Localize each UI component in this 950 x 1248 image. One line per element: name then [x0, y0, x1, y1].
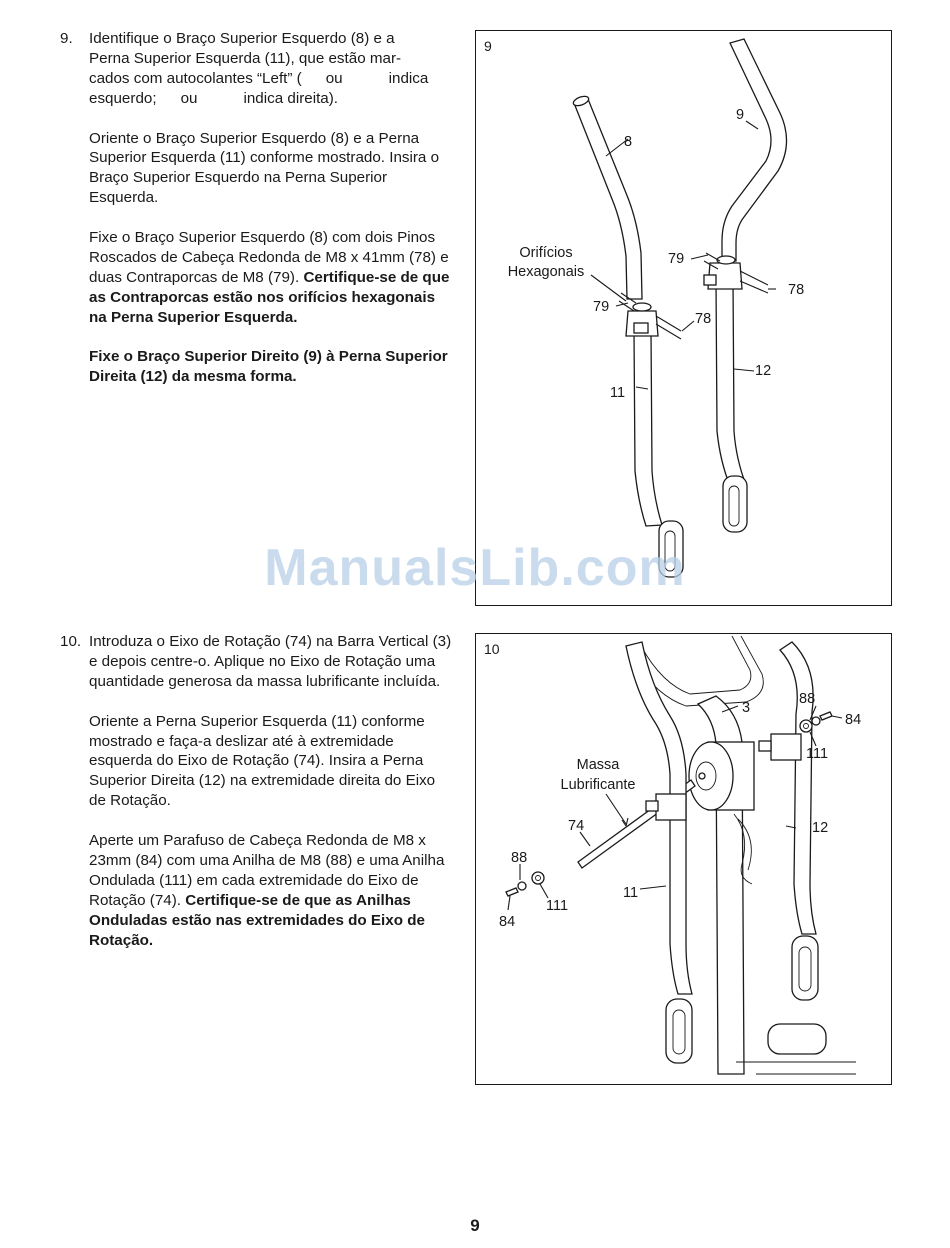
step-10-paragraph-2: Oriente a Perna Superior Esquerda (11) c…	[89, 712, 436, 810]
label-part-9: 9	[736, 107, 744, 123]
label-part-88-right: 88	[799, 691, 815, 707]
figure-9-drawing: 8 9 Orifícios Hexagonais 79 79 78 78 11 …	[508, 38, 804, 578]
label-part-12: 12	[812, 820, 828, 836]
label-part-11: 11	[610, 385, 625, 401]
label-part-84-right: 84	[845, 712, 861, 728]
figure-10-axle-assembly: 10	[475, 633, 892, 1085]
figure-10-number: 10	[484, 641, 500, 657]
label-part-111-right: 111	[806, 746, 828, 762]
label-hex-holes-line1: Orifícios	[519, 245, 572, 261]
step-9-number: 9.	[60, 30, 73, 47]
label-part-12: 12	[755, 363, 771, 379]
label-part-111-left: 111	[546, 898, 568, 914]
label-part-79-right: 79	[668, 251, 684, 267]
step-10-number: 10.	[60, 633, 82, 650]
step-9-paragraph-1: Identifique o Braço Superior Esquerdo (8…	[89, 30, 429, 107]
step-9-paragraph-4: Fixe o Braço Superior Direito (9) à Pern…	[89, 348, 448, 386]
left-upper-leg	[633, 330, 663, 527]
label-part-74: 74	[568, 818, 584, 834]
label-part-8: 8	[624, 134, 632, 150]
right-upper-leg	[715, 280, 747, 487]
label-grease-line1: Massa	[577, 757, 621, 773]
label-part-88-left: 88	[511, 850, 527, 866]
step-9-paragraph-3: Fixe o Braço Superior Esquerdo (8) com d…	[89, 229, 450, 326]
left-upper-leg	[625, 641, 693, 995]
label-hex-holes-line2: Hexagonais	[508, 264, 585, 280]
figure-9-arm-assembly: 9 8 9	[475, 30, 892, 606]
step-10-paragraph-3: Aperte um Parafuso de Cabeça Redonda de …	[89, 832, 445, 949]
left-upper-arm	[573, 98, 643, 300]
label-part-11: 11	[623, 885, 638, 901]
step-9-paragraph-2: Oriente o Braço Superior Esquerdo (8) e …	[89, 129, 440, 207]
label-part-78-left: 78	[695, 311, 711, 327]
label-part-84-left: 84	[499, 914, 515, 930]
step-10-paragraph-1: Introduza o Eixo de Rotação (74) na Barr…	[89, 633, 452, 690]
right-upper-leg	[779, 641, 817, 935]
label-part-79-left: 79	[593, 299, 609, 315]
figure-9-number: 9	[484, 38, 492, 54]
step-9-instructions: 9. Identifique o Braço Superior Esquerdo…	[60, 29, 455, 387]
figure-10-drawing: 3 Massa Lubrificante 74 11 12 88 84 111 …	[499, 635, 861, 1075]
label-part-78-right: 78	[788, 282, 804, 298]
label-grease-line2: Lubrificante	[561, 777, 636, 793]
right-upper-arm	[721, 38, 788, 262]
step-10-instructions: 10. Introduza o Eixo de Rotação (74) na …	[60, 632, 455, 950]
label-part-3: 3	[742, 700, 750, 716]
page-number: 9	[470, 1216, 480, 1235]
